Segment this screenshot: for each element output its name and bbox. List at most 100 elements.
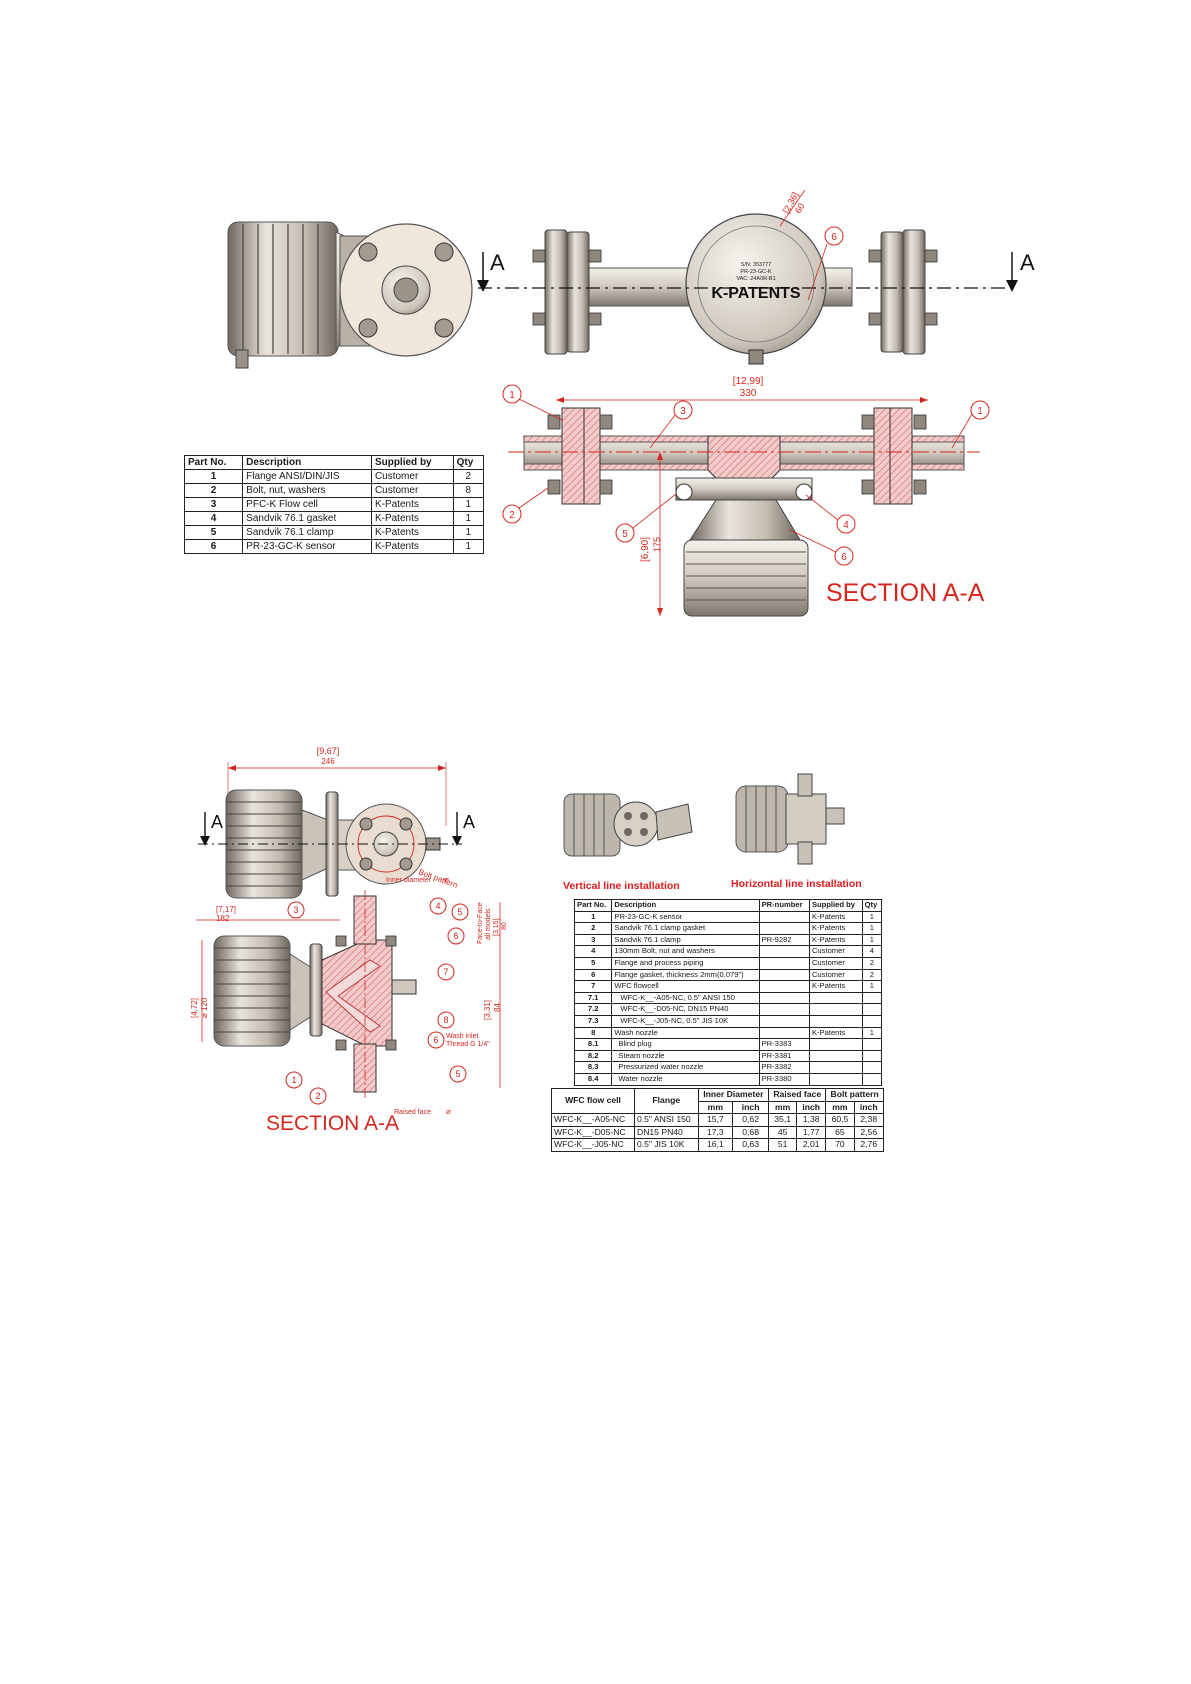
- col-wfc-flow-cell: WFC flow cell: [551, 1088, 635, 1114]
- drawing-1: S/N: 353777 PR-23-GC-K VAC: 24A0R-B1 K-P…: [227, 189, 1035, 617]
- plate-line-3: VAC: 24A0R-B1: [736, 276, 775, 282]
- col-pr-number: PR-number: [758, 899, 810, 912]
- col-inner-diameter: Inner Diameter: [697, 1088, 770, 1102]
- dim-width-mm: 246: [321, 757, 335, 766]
- balloon2-2: 2: [315, 1091, 320, 1101]
- dim-offset-in: [7,17]: [216, 905, 236, 914]
- col-description: Description: [242, 455, 372, 470]
- section-marker-left-2: A: [211, 812, 223, 832]
- section-marker-right: A: [1006, 250, 1035, 292]
- col-qty: Qty: [452, 455, 485, 470]
- col-part-no: Part No.: [183, 455, 244, 470]
- sensor-side-view: [227, 221, 473, 369]
- drawing-2: [9,67] 246 A A Bolt pattern [7,17] 182 […: [190, 746, 508, 1135]
- balloons-1: [502, 384, 990, 566]
- balloon-5: 5: [622, 529, 628, 540]
- plate-line-1: S/N: 353777: [741, 262, 772, 268]
- label-all-models: all models: [485, 908, 492, 940]
- dim-ftf-mm: 80: [501, 922, 508, 930]
- col-supplied-by: Supplied by: [808, 899, 863, 912]
- plate-logo: K-PATENTS: [711, 285, 801, 302]
- svg-text:A: A: [1020, 250, 1035, 275]
- balloon-6: 6: [841, 552, 847, 563]
- flow-cell-front-view: S/N: 353777 PR-23-GC-K VAC: 24A0R-B1 K-P…: [477, 189, 1035, 365]
- label-raised-phi: ⌀: [446, 1107, 451, 1116]
- balloon2-7: 7: [443, 967, 448, 977]
- horizontal-install-label: Horizontal line installation: [731, 878, 862, 890]
- dim-width-in: [9,67]: [317, 746, 340, 756]
- balloon2-6b: 6: [433, 1035, 438, 1045]
- col-raised-face: Raised face: [768, 1088, 827, 1102]
- col-part-no: Part No.: [573, 899, 613, 912]
- dim-length-mm: 330: [740, 388, 757, 399]
- table-header: Part No. Description PR-number Supplied …: [573, 899, 883, 912]
- dim-right-mm: 84: [493, 1003, 502, 1012]
- label-inner-phi: ⌀: [444, 875, 449, 884]
- label-raised-face: Raised face: [394, 1109, 431, 1116]
- table-header: Part No. Description Supplied by Qty: [183, 455, 485, 470]
- dim-right-in: [3,31]: [483, 1000, 492, 1020]
- section-title-1: SECTION A-A: [826, 579, 985, 607]
- dim-offset-mm: 182: [216, 914, 230, 923]
- section-marker-right-2: A: [463, 812, 475, 832]
- label-face-to-face: Face-to-Face: [477, 902, 484, 944]
- svg-text:A: A: [490, 250, 505, 275]
- label-inner-diameter: Inner diameter: [386, 877, 432, 884]
- balloon2-5b: 5: [455, 1069, 460, 1079]
- col-qty: Qty: [861, 899, 883, 912]
- dim-wall-mm: 60: [793, 201, 807, 215]
- table-header: WFC flow cell Flange Inner Diameter Rais…: [551, 1088, 884, 1114]
- parts-table-2: Part No. Description PR-number Supplied …: [573, 899, 883, 1086]
- plate-line-2: PR-23-GC-K: [740, 269, 772, 275]
- balloon-6-top: [824, 226, 844, 246]
- col-flange: Flange: [633, 1088, 699, 1114]
- dim-length-in: [12,99]: [733, 376, 764, 387]
- dim-height-mm: 175: [652, 537, 662, 552]
- balloon2-3: 3: [293, 905, 298, 915]
- section-title-2: SECTION A-A: [266, 1112, 399, 1135]
- balloon-2: 2: [509, 510, 515, 521]
- balloon2-4: 4: [435, 901, 440, 911]
- balloon-3: 3: [680, 406, 686, 417]
- svg-text:6: 6: [831, 232, 837, 243]
- dim-dia-mm: ⌀ 120: [200, 997, 209, 1018]
- dim-ftf-in: [3,15]: [493, 918, 500, 936]
- label-thread: Thread G 1/4": [446, 1041, 490, 1048]
- vertical-install-label: Vertical line installation: [563, 880, 680, 892]
- vertical-install-photo: [563, 793, 693, 857]
- col-supplied-by: Supplied by: [370, 455, 454, 470]
- balloon-1b: 1: [977, 406, 983, 417]
- section-a-a-view-1: [12,99] 330 [6,90]: [502, 376, 990, 617]
- balloon-4: 4: [843, 520, 849, 531]
- balloon2-1: 1: [291, 1075, 296, 1085]
- balloon2-6a: 6: [453, 931, 458, 941]
- section-marker-left: A: [477, 250, 505, 292]
- horizontal-install-photo: [735, 773, 845, 865]
- dim-dia-in: [4,72]: [190, 998, 199, 1018]
